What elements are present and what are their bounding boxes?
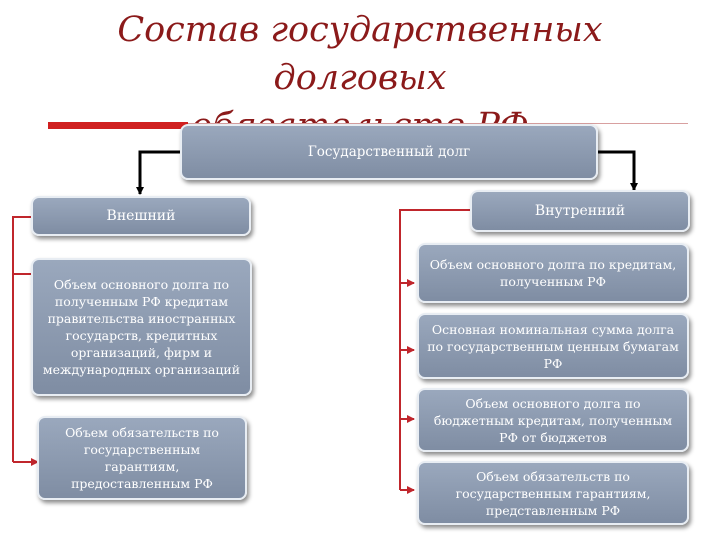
external-item-2: Объем обязательств по государственным га… [37, 416, 247, 500]
internal-item-4-text: Объем обязательств по государственным га… [455, 468, 651, 518]
internal-item-2: Основная номинальная сумма долга по госу… [417, 313, 689, 379]
internal-item-1: Объем основного долга по кредитам, получ… [417, 243, 689, 303]
title-divider-line [48, 123, 688, 124]
connector-internal-bracket [399, 209, 470, 490]
internal-item-3-text: Объем основного долга по бюджетным креди… [433, 395, 673, 445]
external-item-1: Объем основного долга по полученным РФ к… [31, 258, 252, 396]
internal-item-3: Объем основного долга по бюджетным креди… [417, 388, 689, 452]
connector-root-external [136, 150, 180, 195]
external-header-label: Внешний [106, 207, 176, 224]
connector-root-internal [597, 150, 638, 191]
internal-item-2-text: Основная номинальная сумма долга по госу… [427, 321, 679, 371]
root-label: Государственный долг [307, 143, 471, 160]
title-accent-bar [48, 122, 188, 129]
connector-external-bracket [12, 216, 32, 462]
internal-item-1-text: Объем основного долга по кредитам, получ… [429, 257, 677, 289]
external-item-2-text: Объем обязательств по государственным га… [65, 425, 219, 491]
internal-header-node: Внутренний [470, 190, 690, 232]
internal-item-4: Объем обязательств по государственным га… [417, 461, 689, 525]
root-node: Государственный долг [180, 124, 598, 180]
external-item-1-text: Объем основного долга по полученным РФ к… [42, 277, 241, 377]
title-line-1: Состав государственных долговых [117, 10, 603, 98]
internal-header-label: Внутренний [534, 202, 626, 219]
external-header-node: Внешний [31, 196, 251, 236]
